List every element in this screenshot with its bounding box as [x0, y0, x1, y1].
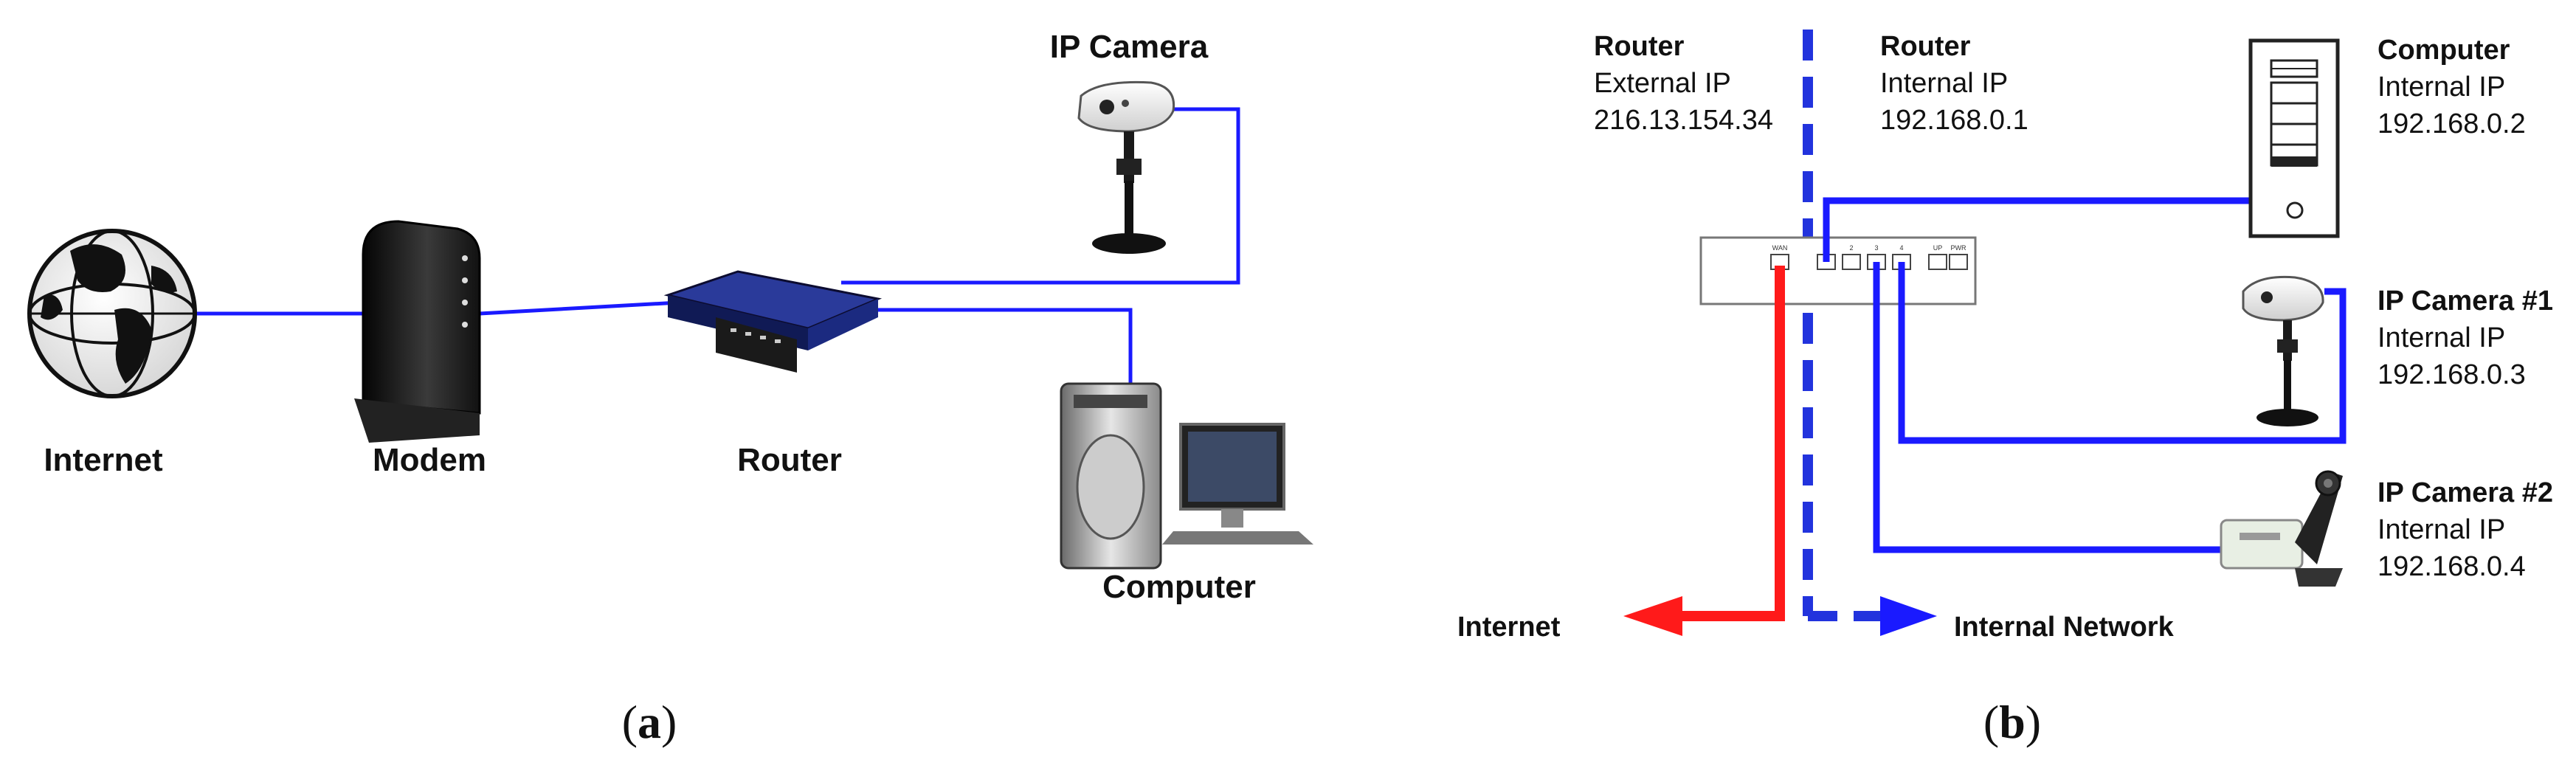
label-router: Router: [737, 442, 842, 478]
tower-icon: [2248, 38, 2340, 238]
router-internal-ip: 192.168.0.1: [1880, 105, 2028, 136]
modem-icon: [354, 220, 481, 443]
computer-label: Computer Internal IP 192.168.0.2: [2378, 35, 2526, 139]
router-external-subtitle: External IP: [1594, 68, 1731, 99]
internal-arrowhead: [1880, 596, 1937, 636]
router-internal-subtitle: Internal IP: [1880, 68, 2008, 99]
router-box: WAN 1 2 3 4 UP PWR: [1699, 236, 1977, 305]
camera2-subtitle: Internal IP: [2378, 514, 2505, 545]
port-label-2: 2: [1849, 244, 1853, 252]
label-computer: Computer: [1102, 569, 1256, 605]
computer-title: Computer: [2378, 35, 2510, 66]
camera1-subtitle: Internal IP: [2378, 322, 2505, 353]
port-label-wan: WAN: [1772, 244, 1788, 252]
camera1-icon: [2242, 275, 2324, 426]
internet-arrowhead: [1623, 596, 1682, 636]
link-router-computer: [871, 308, 1133, 391]
caption-a-open: (: [622, 696, 638, 748]
router-icon: [663, 270, 883, 373]
computer-subtitle: Internal IP: [2378, 72, 2505, 103]
camera1-label: IP Camera #1 Internal IP 192.168.0.3: [2378, 286, 2553, 390]
caption-a: (a): [622, 696, 677, 748]
wan-cable: [1623, 266, 1785, 636]
caption-b: (b): [1983, 696, 2041, 748]
port-up: [1928, 254, 1947, 270]
router-internal-label: Router Internal IP 192.168.0.1: [1880, 31, 2028, 136]
caption-b-letter: b: [1999, 696, 2026, 748]
globe-icon: [27, 229, 197, 398]
arrow-label-internal-network: Internal Network: [1954, 612, 2175, 643]
port-pwr: [1949, 254, 1968, 270]
arrow-label-internet: Internet: [1457, 612, 1561, 643]
camera2-title: IP Camera #2: [2378, 477, 2553, 508]
port-label-up: UP: [1933, 244, 1943, 252]
lan-cables: [1823, 197, 2347, 553]
cable-camera1: [1898, 262, 2347, 444]
link-router-camera: [841, 107, 1240, 285]
computer-icon: [1060, 382, 1313, 570]
router-internal-title: Router: [1880, 31, 1971, 62]
label-ip-camera: IP Camera: [1050, 29, 1209, 65]
ip-camera-icon: [1077, 80, 1175, 254]
link-modem-router: [479, 300, 680, 316]
camera2-label: IP Camera #2 Internal IP 192.168.0.4: [2378, 477, 2553, 582]
internal-arrow: [1808, 596, 1937, 636]
router-external-label: Router External IP 216.13.154.34: [1594, 31, 1773, 136]
caption-a-close: ): [661, 696, 677, 748]
panel-b: WAN 1 2 3 4 UP PWR: [1457, 30, 2553, 748]
label-modem: Modem: [373, 442, 486, 478]
camera1-ip: 192.168.0.3: [2378, 359, 2526, 390]
camera2-ip: 192.168.0.4: [2378, 551, 2526, 582]
computer-ip: 192.168.0.2: [2378, 108, 2526, 139]
caption-b-close: ): [2026, 696, 2041, 748]
router-external-title: Router: [1594, 31, 1685, 62]
cable-computer: [1823, 197, 2251, 262]
port-label-3: 3: [1874, 244, 1878, 252]
panel-a: Internet Modem Router IP Camera Computer…: [27, 29, 1313, 748]
cable-camera2: [1873, 262, 2221, 553]
caption-a-letter: a: [638, 696, 661, 748]
camera2-icon: [2220, 470, 2343, 587]
camera1-title: IP Camera #1: [2378, 286, 2553, 317]
panel-a-links: [193, 107, 1240, 391]
port-label-pwr: PWR: [1951, 244, 1966, 252]
caption-b-open: (: [1983, 696, 1999, 748]
label-internet: Internet: [44, 442, 163, 478]
port-label-4: 4: [1899, 244, 1903, 252]
router-external-ip: 216.13.154.34: [1594, 105, 1773, 136]
port-2: [1842, 254, 1861, 270]
